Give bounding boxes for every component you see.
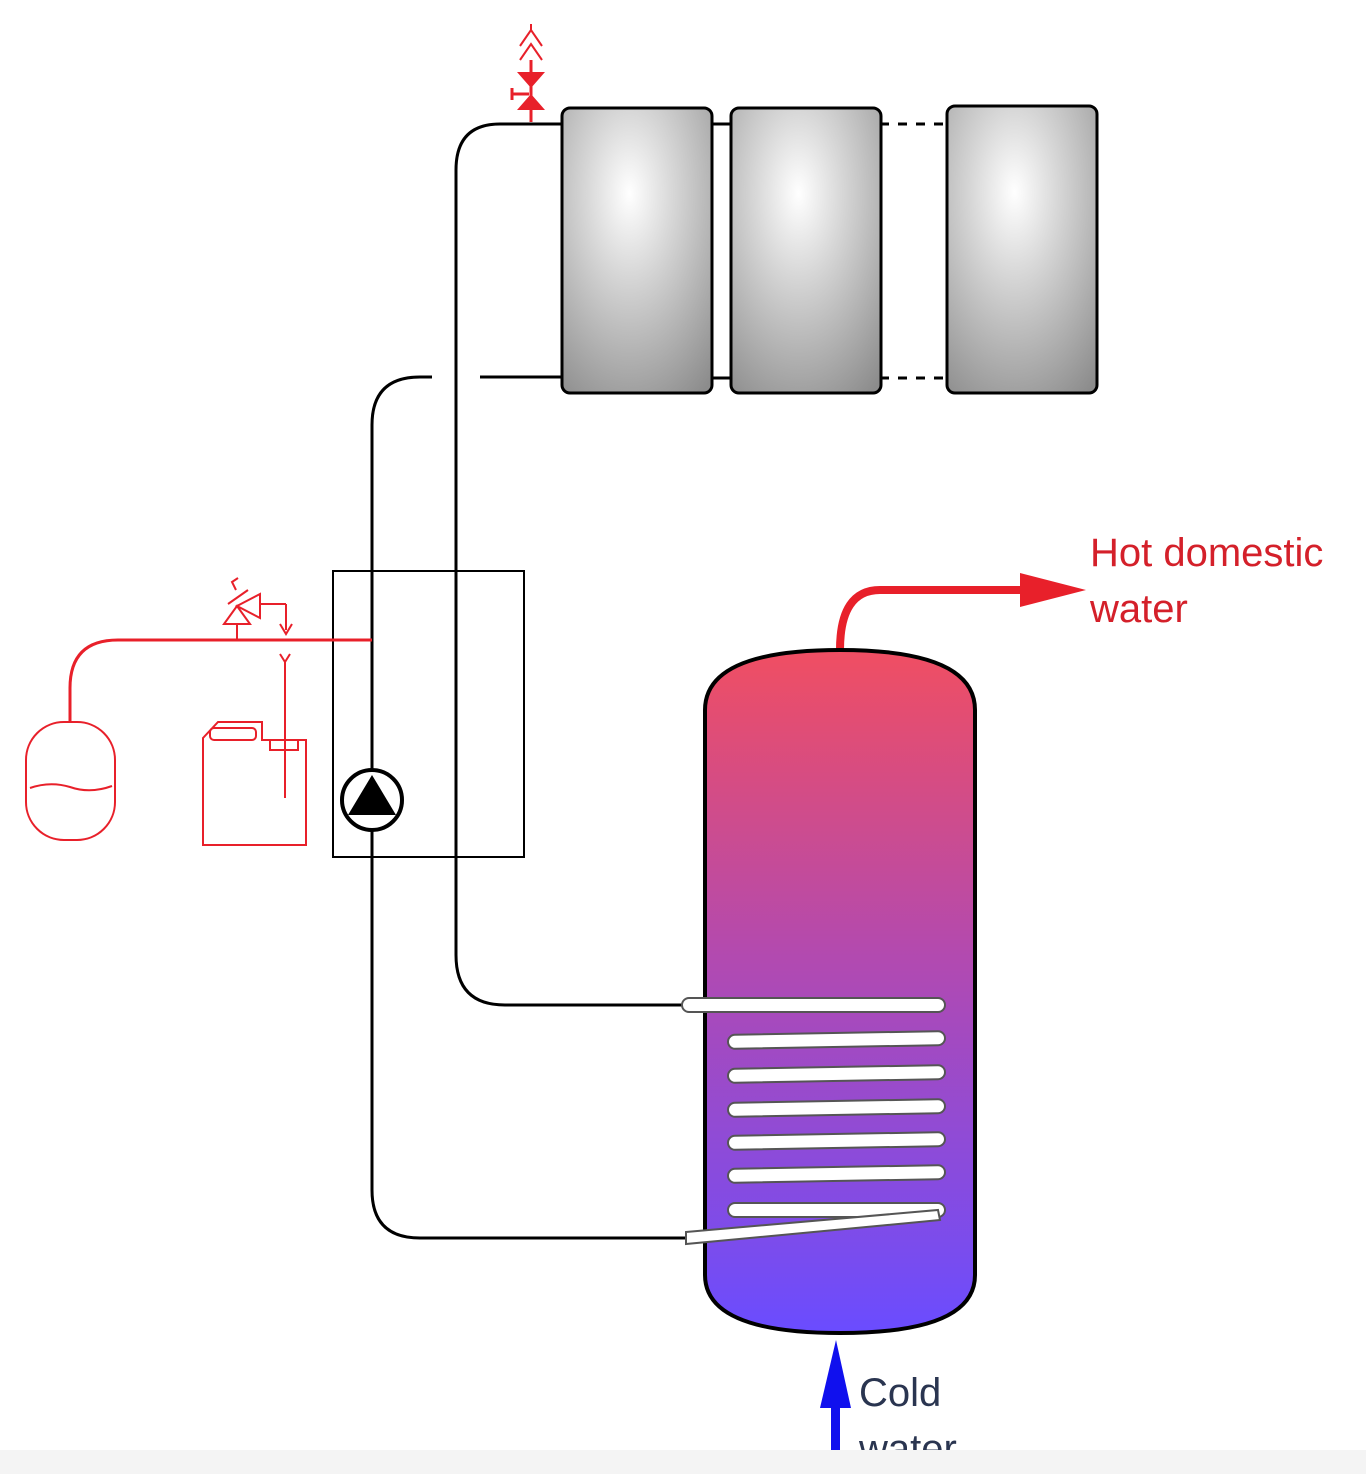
safety-valve-icon [222, 577, 293, 640]
hot-water-label-line2: water [1089, 587, 1188, 631]
shutoff-valve-icon [510, 60, 545, 122]
cold-water-label-line1: Cold [859, 1371, 941, 1415]
solar-collector-panel [729, 106, 883, 395]
drain-canister-icon [202, 721, 307, 846]
circulation-pump-icon [340, 768, 404, 832]
solar-collector-panel [945, 104, 1099, 395]
bottom-edge-bar [0, 1450, 1366, 1474]
expansion-vessel-icon [25, 721, 116, 841]
hot-water-label-line1: Hot domestic [1090, 531, 1323, 575]
solar-collector-panel [560, 106, 714, 395]
storage-tank [703, 647, 977, 1336]
air-vent-icon [519, 24, 543, 61]
pump-station-box [332, 570, 525, 858]
hot-water-outlet [836, 573, 1086, 651]
safety-line [68, 638, 372, 722]
heat-exchanger-coil [681, 997, 946, 1246]
cold-water-inlet [820, 1340, 851, 1467]
solar-collector-array [560, 104, 1099, 395]
drain-line [279, 653, 291, 798]
